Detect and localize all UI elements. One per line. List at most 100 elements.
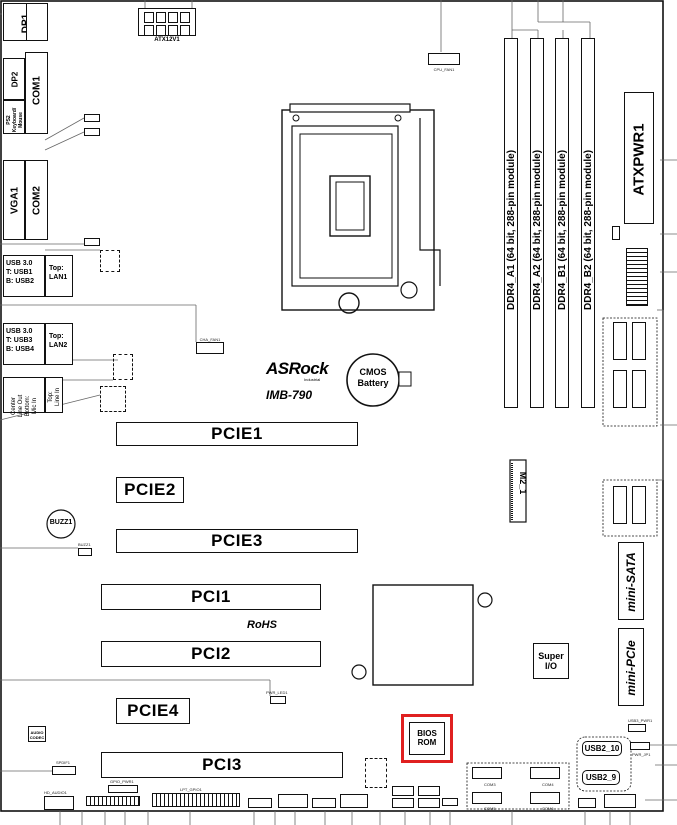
rear-io-ps2: PS2 Keyboard/ Mouse — [3, 100, 25, 134]
dimm-a1-label: DDR4_A1 (64 bit, 288-pin module) — [506, 149, 517, 310]
gpio-header[interactable] — [86, 796, 140, 806]
lpt-gpio-header[interactable] — [152, 793, 240, 807]
pcie1-slot[interactable]: PCIE1 — [116, 422, 358, 446]
header-small[interactable] — [84, 128, 100, 136]
header-small[interactable] — [418, 786, 440, 796]
pcie4-slot[interactable]: PCIE4 — [116, 698, 190, 724]
rear-io-usb-3-4: USB 3.0 T: USB3 B: USB4 — [3, 323, 45, 365]
atx12v-label: ATX12V1 — [154, 37, 180, 43]
audio-codec-chip: AUDIO CODEC — [28, 726, 46, 742]
com1-label: COM1 — [31, 76, 43, 105]
hd-audio-header[interactable] — [44, 796, 74, 810]
cpu-fan-label: CPU_FAN1 — [433, 67, 455, 72]
dimm-a2-label: DDR4_A2 (64 bit, 288-pin module) — [532, 149, 543, 310]
usb-pwr-label: USB3_PWR1 — [628, 718, 653, 723]
bios-highlight — [401, 714, 453, 763]
rear-io-usb-1-2: USB 3.0 T: USB1 B: USB2 — [3, 255, 45, 297]
pci2-slot[interactable]: PCI2 — [101, 641, 321, 667]
asrock-sub: Industrial — [304, 377, 321, 382]
com6-header[interactable] — [530, 792, 560, 804]
com5-header[interactable] — [472, 792, 502, 804]
pwr-led-header[interactable] — [270, 696, 286, 704]
asrock-logo: ASRock — [266, 359, 329, 378]
rear-io-audio: Center Line Out Bottom: Mic In — [3, 377, 45, 417]
pcie3-slot[interactable]: PCIE3 — [116, 529, 358, 553]
rear-io-audio-top: Top: Line In — [45, 377, 63, 413]
com4-header[interactable] — [530, 767, 560, 779]
vga1-label: VGA1 — [9, 186, 21, 215]
bios-label: BIOS ROM — [417, 729, 437, 747]
mini-pcie-slot[interactable]: mini-PCIe — [618, 628, 644, 706]
jumper-block[interactable] — [100, 250, 120, 272]
bios-rom-chip[interactable]: BIOS ROM — [409, 722, 445, 755]
jumper-block[interactable] — [365, 758, 387, 788]
chipset — [351, 584, 493, 686]
usb2-10-header[interactable]: USB2_10 — [582, 741, 622, 756]
header-small[interactable] — [442, 798, 458, 806]
header-small[interactable] — [248, 798, 272, 808]
sata-connector[interactable] — [613, 486, 627, 524]
spdif-header[interactable] — [52, 766, 76, 775]
rear-io-dp1-tab — [26, 3, 48, 41]
dimm-a2[interactable] — [530, 38, 544, 408]
pci3-label: PCI3 — [202, 755, 242, 774]
buzz-header[interactable] — [78, 548, 92, 556]
front-panel-header[interactable] — [626, 248, 648, 306]
pci2-label: PCI2 — [191, 644, 231, 663]
pwr-jp1-label: PWR_JP1 — [632, 752, 651, 757]
super-io-chip: Super I/O — [533, 643, 569, 679]
jumper-block[interactable] — [113, 354, 133, 380]
model-name: IMB-790 — [266, 388, 313, 402]
header-small[interactable] — [340, 794, 368, 808]
header-small[interactable] — [578, 798, 596, 808]
header-small[interactable] — [84, 114, 100, 122]
dimm-b1[interactable] — [555, 38, 569, 408]
atxpwr-label: ATXPWR1 — [630, 123, 648, 196]
rear-io-com2: COM2 — [25, 160, 48, 240]
header-small[interactable] — [604, 794, 636, 808]
usb-pwr-header[interactable] — [612, 226, 620, 240]
sata-connector[interactable] — [613, 370, 627, 408]
pwr-led-label: PWR_LED1 — [266, 690, 288, 695]
dimm-b2-label: DDR4_B2 (64 bit, 288-pin module) — [583, 149, 594, 310]
dimm-b1-label: DDR4_B1 (64 bit, 288-pin module) — [557, 149, 568, 310]
com3-header[interactable] — [472, 767, 502, 779]
pci3-slot[interactable]: PCI3 — [101, 752, 343, 778]
rohs-mark: RoHS — [247, 619, 277, 631]
buzzer — [46, 509, 76, 539]
sata-connector[interactable] — [632, 486, 646, 524]
header-small[interactable] — [418, 798, 440, 808]
header-small[interactable] — [392, 786, 414, 796]
sata-connector[interactable] — [613, 322, 627, 360]
spdif-label: SPDIF1 — [56, 760, 71, 765]
rear-io-com1: COM1 — [25, 52, 48, 134]
usb12-label: USB 3.0 T: USB1 B: USB2 — [6, 260, 35, 285]
pci1-slot[interactable]: PCI1 — [101, 584, 321, 610]
super-io-label: Super I/O — [538, 651, 564, 671]
com3-label: COM3 — [484, 782, 496, 787]
pci1-label: PCI1 — [191, 587, 231, 606]
sata-connector[interactable] — [632, 370, 646, 408]
dimm-b2[interactable] — [581, 38, 595, 408]
buzzer-label: BUZZ1 — [49, 519, 73, 526]
lan1-label: Top: LAN1 — [49, 265, 68, 281]
cpu-fan-header[interactable] — [428, 53, 460, 65]
audio-jack-label: Center Line Out Bottom: Mic In — [11, 394, 38, 418]
lan2-label: Top: LAN2 — [49, 333, 68, 349]
usb2-10-label: USB2_10 — [584, 744, 620, 753]
gpio-pwr-header[interactable] — [108, 785, 138, 793]
header-small[interactable] — [278, 794, 308, 808]
mini-sata-slot[interactable]: mini-SATA — [618, 542, 644, 620]
dimm-a1[interactable] — [504, 38, 518, 408]
cha-fan-header[interactable] — [196, 342, 224, 354]
pcie2-slot[interactable]: PCIE2 — [116, 477, 184, 503]
header-small[interactable] — [392, 798, 414, 808]
jumper-block[interactable] — [100, 386, 126, 412]
pwr-jp1-header[interactable] — [630, 742, 650, 750]
usb2-9-header[interactable]: USB2_9 — [582, 770, 620, 785]
header-small[interactable] — [84, 238, 100, 246]
sata-connector[interactable] — [632, 322, 646, 360]
header-small[interactable] — [312, 798, 336, 808]
usb-pwr-header[interactable] — [628, 724, 646, 732]
